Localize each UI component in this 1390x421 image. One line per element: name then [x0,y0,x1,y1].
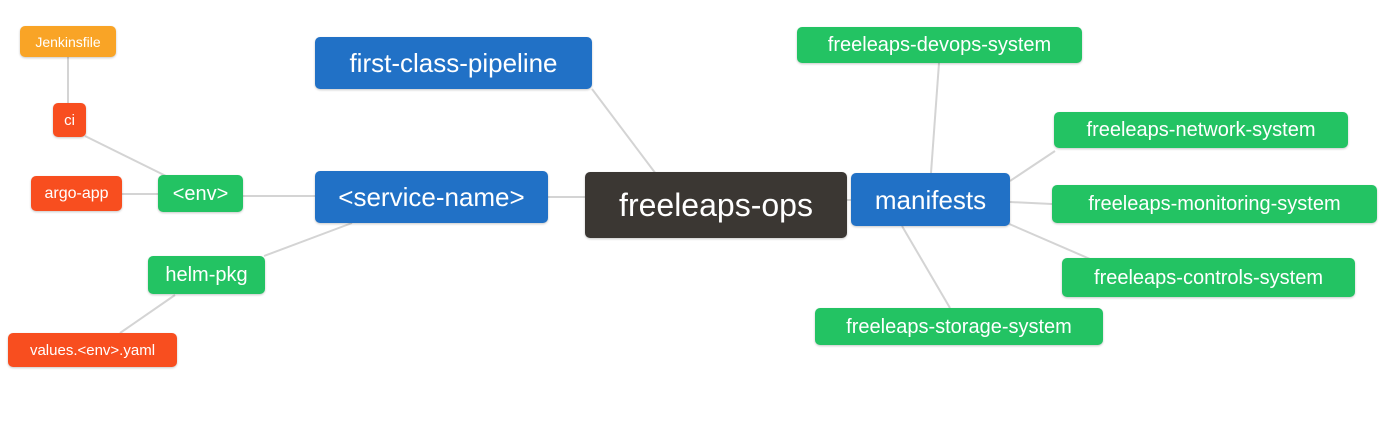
edge-values-helm-pkg [119,294,176,334]
node-freeleaps-ops[interactable]: freeleaps-ops [585,172,847,238]
node-argo-app[interactable]: argo-app [31,176,122,211]
node-ci[interactable]: ci [53,103,86,137]
edge-helm-pkg-service-name [263,222,353,257]
node-helm-pkg[interactable]: helm-pkg [148,256,265,294]
node-devops-system[interactable]: freeleaps-devops-system [797,27,1082,63]
node-env[interactable]: <env> [158,175,243,212]
node-service-name[interactable]: <service-name> [315,171,548,223]
edge-manifests-monitoring [1009,201,1053,205]
node-manifests[interactable]: manifests [851,173,1010,226]
edge-manifests-controls [1006,222,1091,260]
node-network-system[interactable]: freeleaps-network-system [1054,112,1348,148]
node-controls-system[interactable]: freeleaps-controls-system [1062,258,1355,297]
node-monitoring-system[interactable]: freeleaps-monitoring-system [1052,185,1377,223]
node-storage-system[interactable]: freeleaps-storage-system [815,308,1103,345]
node-jenkinsfile[interactable]: Jenkinsfile [20,26,116,57]
edge-ci-env [84,135,167,177]
edge-manifests-devops [930,62,940,174]
node-first-class-pipeline[interactable]: first-class-pipeline [315,37,592,89]
edge-manifests-network [1009,150,1056,182]
node-values-env-yaml[interactable]: values.<env>.yaml [8,333,177,367]
edge-manifests-storage [901,225,951,309]
edge-pipeline-ops [591,88,657,175]
